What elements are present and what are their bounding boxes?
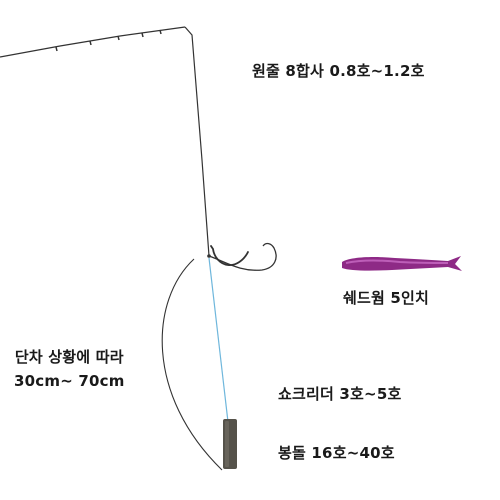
sinker-label: 봉돌 16호~40호	[278, 444, 395, 462]
dropper-length-line2: 30cm~ 70cm	[14, 372, 125, 390]
soft-bait-label: 쉐드웜 5인치	[343, 289, 430, 307]
hook-icon	[210, 245, 249, 266]
main-line	[184, 26, 210, 257]
dropper-length-line1: 단차 상황에 따라	[14, 348, 124, 366]
shad-worm-icon	[342, 256, 462, 271]
leader-line	[208, 257, 229, 423]
main-line-label: 원줄 8합사 0.8호~1.2호	[252, 62, 425, 80]
dropper-line	[208, 242, 277, 271]
dropper-length-arc	[161, 258, 223, 471]
sinker-icon	[223, 419, 237, 469]
dropper-length-label: 단차 상황에 따라 30cm~ 70cm	[14, 345, 125, 393]
leader-label: 쇼크리더 3호~5호	[278, 385, 402, 403]
fishing-rod-icon	[0, 26, 186, 58]
